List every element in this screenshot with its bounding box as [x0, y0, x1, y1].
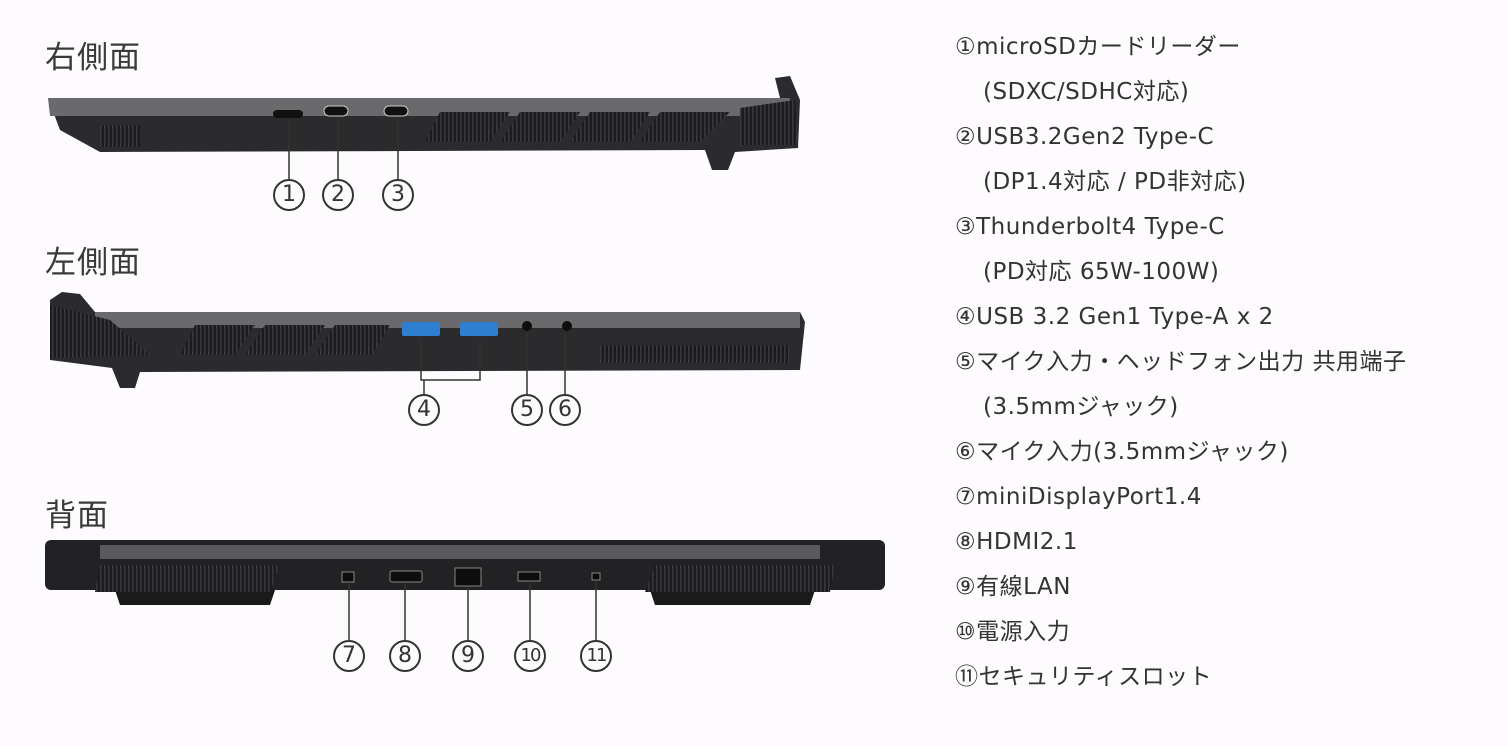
spec-item: ⑦miniDisplayPort1.4 — [955, 484, 1202, 510]
callout-2: 2 — [322, 179, 354, 211]
callout-1: 1 — [273, 179, 305, 211]
callout-8: 8 — [389, 640, 421, 672]
callout-10: 10 — [514, 640, 546, 672]
callout-9: 9 — [452, 640, 484, 672]
spec-item: ⑧HDMI2.1 — [955, 529, 1078, 555]
spec-item: ④USB 3.2 Gen1 Type-A x 2 — [955, 304, 1274, 330]
callout-4: 4 — [408, 394, 440, 426]
spec-item-detail: (SDXC/SDHC対応) — [983, 79, 1190, 105]
callout-11: 11 — [580, 640, 612, 672]
callout-3: 3 — [382, 179, 414, 211]
spec-item: ⑥マイク入力(3.5mmジャック) — [955, 439, 1289, 465]
spec-item-detail: (PD対応 65W-100W) — [983, 259, 1220, 285]
heading-right-side: 右側面 — [45, 40, 141, 76]
callout-7: 7 — [333, 640, 365, 672]
spec-item: ⑩電源入力 — [955, 619, 1071, 645]
left-side-laptop — [50, 292, 805, 395]
spec-item: ③Thunderbolt4 Type-C — [955, 214, 1225, 240]
spec-item-detail: (DP1.4対応 / PD非対応) — [983, 169, 1247, 195]
spec-item: ①microSDカードリーダー — [955, 34, 1241, 60]
callout-5: 5 — [511, 394, 543, 426]
spec-item: ⑪セキュリティスロット — [955, 664, 1213, 690]
spec-item: ②USB3.2Gen2 Type-C — [955, 124, 1215, 150]
right-side-laptop — [48, 76, 800, 180]
spec-item: ⑤マイク入力・ヘッドフォン出力 共用端子 — [955, 349, 1407, 375]
port-spec-list: ①microSDカードリーダー (SDXC/SDHC対応) ②USB3.2Gen… — [955, 28, 1406, 703]
heading-back: 背面 — [45, 498, 109, 534]
spec-item-detail: (3.5mmジャック) — [983, 394, 1179, 420]
laptop-port-diagram — [45, 76, 885, 641]
back-laptop — [45, 540, 885, 641]
callout-6: 6 — [549, 394, 581, 426]
spec-item: ⑨有線LAN — [955, 574, 1071, 600]
heading-left-side: 左側面 — [45, 245, 141, 281]
